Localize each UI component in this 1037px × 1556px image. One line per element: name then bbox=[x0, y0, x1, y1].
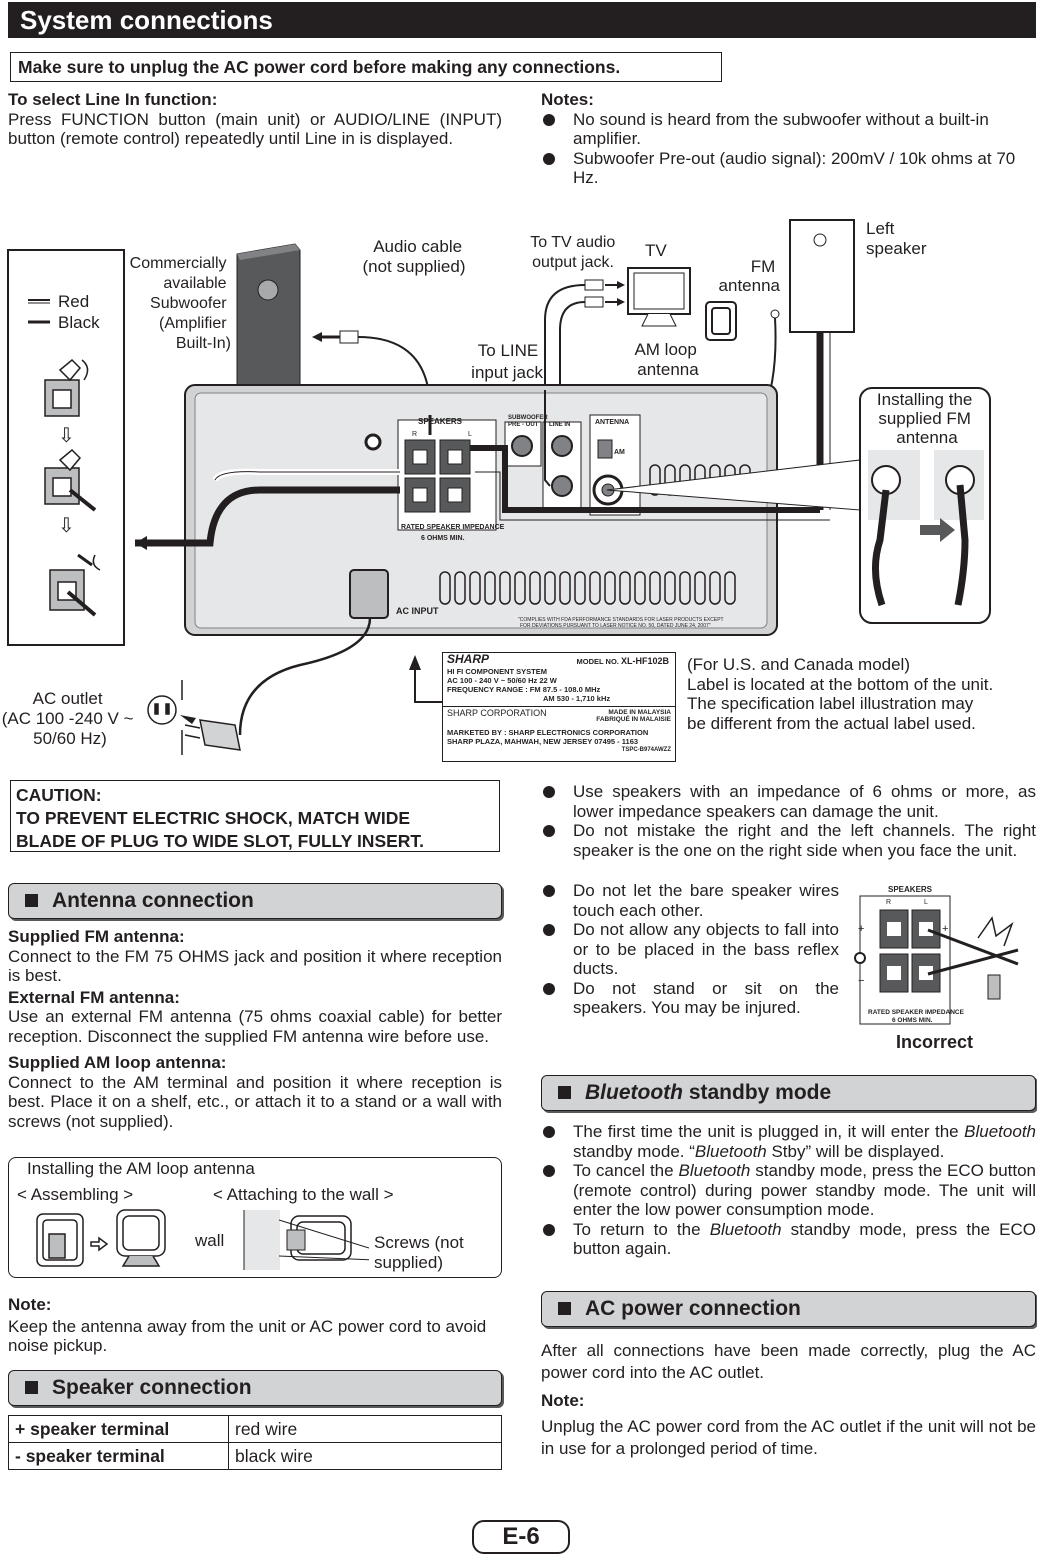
left-speaker-icon bbox=[789, 219, 855, 333]
section-bullet-icon bbox=[25, 1381, 38, 1394]
tv-output-label: To TV audio output jack. bbox=[530, 234, 620, 271]
svg-text:6 OHMS MIN.: 6 OHMS MIN. bbox=[421, 535, 465, 542]
speaker-notes-list-narrow: Do not let the bare speaker wires touch … bbox=[541, 881, 839, 1018]
ac-input-socket bbox=[349, 569, 389, 619]
page-number: E-6 bbox=[472, 1520, 570, 1554]
spec-label: SHARP MODEL NO. XL-HF102B HI FI COMPONEN… bbox=[442, 652, 676, 762]
antenna-section-header: Antenna connection bbox=[8, 883, 502, 919]
audio-cable-label: Audio cable (not supplied) bbox=[362, 237, 466, 276]
spark-icon bbox=[977, 916, 1014, 947]
am-loop-label: AM loop antenna bbox=[634, 340, 701, 379]
section-bullet-icon bbox=[558, 1086, 571, 1099]
fm-jack-icon bbox=[868, 450, 984, 607]
list-item: Do not mistake the right and the left ch… bbox=[541, 821, 1036, 860]
bluetooth-list: The first time the unit is plugged in, i… bbox=[541, 1122, 1036, 1259]
speaker-terminal-table: + speaker terminal red wire - speaker te… bbox=[8, 1415, 502, 1470]
am-antenna-assembly-icon bbox=[36, 1209, 166, 1267]
line-in-heading: To select Line In function: bbox=[8, 90, 218, 109]
svg-text:"COMPLIES WITH FDA PERFORMANCE: "COMPLIES WITH FDA PERFORMANCE STANDARDS… bbox=[518, 617, 724, 623]
list-item: To return to the Bluetooth standby mode,… bbox=[541, 1220, 1036, 1259]
incorrect-label: Incorrect bbox=[896, 1032, 974, 1052]
subwoofer-label: Commercially available Subwoofer (Amplif… bbox=[130, 255, 231, 352]
list-item: The first time the unit is plugged in, i… bbox=[541, 1122, 1036, 1161]
note-item: Subwoofer Pre-out (audio signal): 200mV … bbox=[541, 149, 1036, 188]
line-in-section: To select Line In function: Press FUNCTI… bbox=[8, 90, 502, 149]
svg-text:L: L bbox=[468, 431, 472, 438]
connection-diagram: Red Black ⇩ ⇩ Commercially available Sub… bbox=[2, 219, 991, 755]
tv-icon bbox=[627, 267, 691, 327]
subwoofer-icon bbox=[236, 243, 301, 416]
speaker-section-header: Speaker connection bbox=[8, 1370, 502, 1406]
svg-text:⇩: ⇩ bbox=[58, 515, 75, 537]
svg-text:+: + bbox=[942, 923, 948, 935]
terminal-step-2-icon bbox=[44, 448, 97, 512]
list-item: Use speakers with an impedance of 6 ohms… bbox=[541, 782, 1036, 821]
svg-text:+: + bbox=[858, 923, 864, 935]
table-row: - speaker terminal black wire bbox=[8, 1442, 502, 1470]
svg-text:R: R bbox=[886, 899, 891, 906]
label-location-note: (For U.S. and Canada model) Label is loc… bbox=[687, 655, 994, 733]
notes-heading: Notes: bbox=[541, 90, 594, 109]
ac-power-text: After all connections have been made cor… bbox=[541, 1341, 1036, 1458]
left-speaker-label: Left speaker bbox=[866, 219, 927, 258]
terminal-step-1-icon bbox=[44, 358, 89, 417]
list-item: Do not stand or sit on the speakers. You… bbox=[541, 979, 839, 1018]
fm-antenna-label: FM antenna bbox=[719, 257, 781, 295]
section-bullet-icon bbox=[558, 1302, 571, 1315]
svg-text:LINE IN: LINE IN bbox=[549, 422, 570, 428]
legend-red: Red bbox=[58, 292, 89, 311]
speaker-notes-list: Use speakers with an impedance of 6 ohms… bbox=[541, 782, 1036, 860]
ac-outlet-icon bbox=[147, 680, 183, 755]
antenna-note: Note: Keep the antenna away from the uni… bbox=[8, 1295, 487, 1355]
list-item: Do not let the bare speaker wires touch … bbox=[541, 881, 839, 920]
svg-text:AM: AM bbox=[614, 449, 625, 456]
wall-mount-icon bbox=[243, 1210, 369, 1270]
line-in-cable bbox=[544, 284, 586, 390]
am-install-illustration bbox=[36, 1209, 369, 1270]
svg-text:SUBWOOFER: SUBWOOFER bbox=[508, 415, 548, 421]
tv-label: TV bbox=[645, 241, 667, 260]
svg-text:AC INPUT: AC INPUT bbox=[396, 606, 439, 616]
svg-text:FOR DEVIATIONS PURSUANT TO LAS: FOR DEVIATIONS PURSUANT TO LASER NOTICE … bbox=[520, 623, 711, 629]
svg-text:SPEAKERS: SPEAKERS bbox=[888, 885, 933, 894]
antenna-text: Supplied FM antenna: Connect to the FM 7… bbox=[8, 927, 502, 1131]
svg-text:PRE - OUT: PRE - OUT bbox=[508, 422, 539, 428]
section-bullet-icon bbox=[25, 894, 38, 907]
table-row: + speaker terminal red wire bbox=[8, 1415, 502, 1443]
svg-text:SPEAKERS: SPEAKERS bbox=[418, 417, 463, 426]
svg-text:RATED SPEAKER IMPEDANCE: RATED SPEAKER IMPEDANCE bbox=[868, 1009, 965, 1016]
list-item: To cancel the Bluetooth standby mode, pr… bbox=[541, 1161, 1036, 1220]
svg-text:R: R bbox=[412, 431, 417, 438]
svg-text:6 OHMS MIN.: 6 OHMS MIN. bbox=[892, 1017, 933, 1024]
incorrect-wiring-illustration: SPEAKERS R L + − + RATED SPEAKER IMPEDAN… bbox=[854, 885, 1019, 1025]
svg-text:ANTENNA: ANTENNA bbox=[595, 419, 629, 426]
line-input-label: To LINE input jack bbox=[471, 341, 543, 382]
caution-box: CAUTION: TO PREVENT ELECTRIC SHOCK, MATC… bbox=[10, 780, 500, 852]
fm-install-callout bbox=[859, 387, 991, 624]
note-item: No sound is heard from the subwoofer wit… bbox=[541, 110, 1036, 149]
notes-section: Notes: No sound is heard from the subwoo… bbox=[541, 90, 1036, 188]
ac-power-section-header: AC power connection bbox=[541, 1291, 1036, 1327]
line-in-body: Press FUNCTION button (main unit) or AUD… bbox=[8, 109, 502, 149]
svg-text:−: − bbox=[858, 975, 864, 987]
ac-outlet-label: AC outlet (AC 100 -240 V ~ 50/60 Hz) bbox=[2, 689, 139, 748]
notes-list: No sound is heard from the subwoofer wit… bbox=[541, 110, 1036, 188]
terminal-step-3-icon bbox=[49, 553, 101, 617]
installing-fm-label: Installing the supplied FM antenna bbox=[877, 390, 977, 447]
svg-text:⇩: ⇩ bbox=[58, 425, 75, 447]
ac-plug-icon bbox=[184, 719, 241, 751]
bluetooth-section-header: Bluetooth standby mode bbox=[541, 1075, 1036, 1111]
legend-black: Black bbox=[58, 313, 100, 332]
spec-brand: SHARP bbox=[447, 652, 490, 666]
warning-box: Make sure to unplug the AC power cord be… bbox=[10, 52, 722, 82]
am-install-box: Installing the AM loop antenna < Assembl… bbox=[8, 1157, 502, 1278]
am-loop-antenna-icon bbox=[705, 301, 737, 341]
list-item: Do not allow any objects to fall into or… bbox=[541, 920, 839, 979]
svg-text:L: L bbox=[924, 899, 928, 906]
svg-text:RATED SPEAKER IMPEDANCE: RATED SPEAKER IMPEDANCE bbox=[401, 524, 505, 531]
page-title: System connections bbox=[8, 2, 1036, 38]
